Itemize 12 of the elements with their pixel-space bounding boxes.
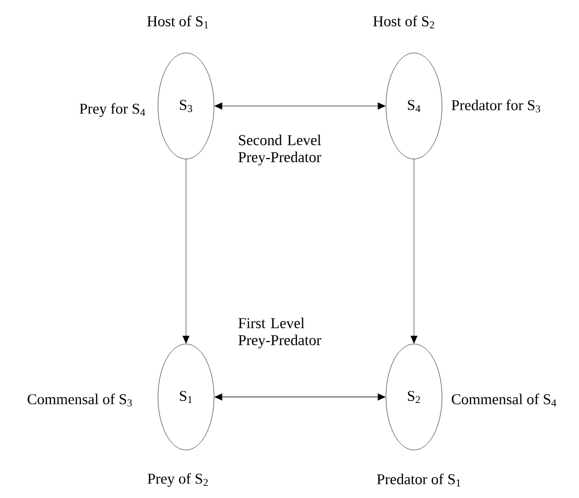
- role-label: Predator for S$_{3}$: [452, 100, 540, 112]
- role-label: Commensal of S$_{3}$: [28, 394, 132, 406]
- edge-label: Second Level Prey-Predator: [238, 134, 322, 166]
- role-label: Prey of S$_{2}$: [148, 473, 208, 487]
- role-label: Predator of S$_{1}$: [377, 474, 460, 486]
- edge-label: First Level Prey-Predator: [238, 318, 322, 348]
- arrow: [410, 159, 418, 344]
- arrow: [182, 159, 190, 344]
- role-label: Host of S$_{1}$: [147, 16, 208, 28]
- role-label: Prey for S$_{4}$: [80, 103, 146, 117]
- role-label: Host of S$_{2}$: [373, 16, 434, 28]
- role-label: Commensal of S$_{4}$: [452, 394, 556, 406]
